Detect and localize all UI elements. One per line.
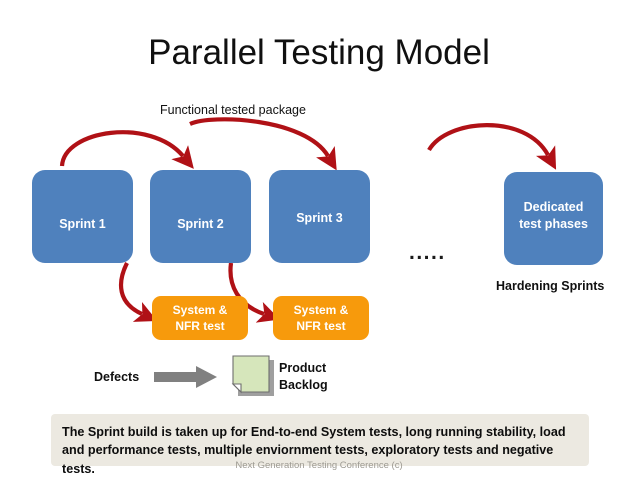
dedicated-test-phases-line1: Dedicated <box>523 199 584 214</box>
product-backlog-doc-icon <box>231 355 274 396</box>
conference-footer-label: Next Generation Testing Conference (c) <box>235 460 403 471</box>
sprint-2-label: Sprint 2 <box>177 216 224 231</box>
arrow-sprint1-to-nfr1 <box>119 262 158 322</box>
system-nfr-test-1-line2: NFR test <box>175 319 225 333</box>
system-nfr-test-2-line2: NFR test <box>296 319 346 333</box>
sprint-1-label: Sprint 1 <box>59 216 106 231</box>
dedicated-test-phases-line2: test phases <box>519 216 588 231</box>
product-backlog-line2: Backlog <box>279 377 328 392</box>
sprint-2-box[interactable]: Sprint 2 <box>150 170 251 263</box>
product-backlog-line1: Product <box>279 361 327 375</box>
arrow-sprint1-to-sprint2 <box>59 130 194 169</box>
arrow-sprint2-to-sprint3 <box>189 117 337 171</box>
defects-label: Defects <box>94 370 140 384</box>
page-title: Parallel Testing Model <box>148 33 490 72</box>
system-nfr-test-1-line1: System & <box>172 302 228 317</box>
hardening-sprints-label: Hardening Sprints <box>496 279 605 293</box>
system-nfr-test-box-1[interactable]: System & NFR test <box>152 296 248 340</box>
sprint-3-box[interactable]: Sprint 3 <box>269 170 370 263</box>
system-nfr-test-2-line1: System & <box>293 302 349 317</box>
sprint-3-label: Sprint 3 <box>296 210 343 225</box>
summary-callout-box <box>51 414 589 466</box>
ellipsis-continuation: ..... <box>409 241 446 264</box>
sprint-1-box[interactable]: Sprint 1 <box>32 170 133 263</box>
defects-arrow-icon <box>154 366 217 388</box>
dedicated-test-phases-box[interactable]: Dedicated test phases <box>504 172 603 265</box>
functional-tested-package-label: Functional tested package <box>160 103 306 117</box>
product-backlog-label: Product Backlog <box>279 360 328 394</box>
system-nfr-test-box-2[interactable]: System & NFR test <box>273 296 369 340</box>
arrow-to-dedicated-test-phases <box>427 123 557 170</box>
summary-callout-text: The Sprint build is taken up for End-to-… <box>62 425 566 476</box>
